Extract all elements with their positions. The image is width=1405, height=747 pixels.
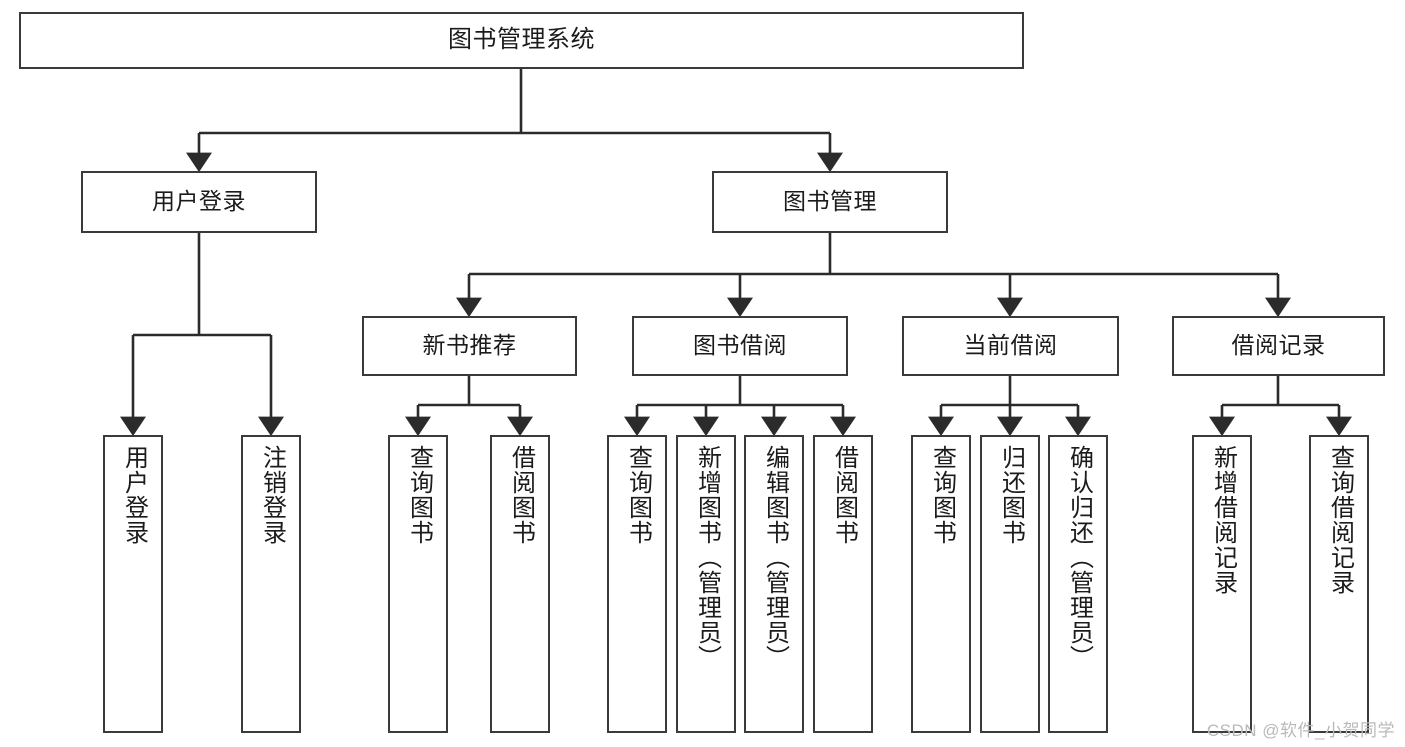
leaf-book-borrow-edit[interactable]: 编辑图书（管理员） (744, 435, 804, 733)
node-label: 新书推荐 (422, 332, 517, 359)
node-label: 查询图书 (928, 445, 956, 545)
node-label: 用户登录 (120, 445, 148, 545)
node-label: 借阅图书 (830, 445, 858, 545)
node-label: 注销登录 (258, 445, 286, 545)
node-current-borrow[interactable]: 当前借阅 (902, 316, 1119, 376)
node-book-borrow[interactable]: 图书借阅 (632, 316, 848, 376)
leaf-user-login-logout[interactable]: 注销登录 (241, 435, 301, 733)
node-label: 图书管理系统 (448, 26, 595, 54)
node-borrow-record[interactable]: 借阅记录 (1172, 316, 1385, 376)
leaf-book-borrow-query[interactable]: 查询图书 (607, 435, 667, 733)
node-label: 查询借阅记录 (1326, 445, 1354, 595)
node-book-management[interactable]: 图书管理 (712, 171, 948, 233)
leaf-book-borrow-borrow[interactable]: 借阅图书 (813, 435, 873, 733)
node-user-login[interactable]: 用户登录 (81, 171, 317, 233)
leaf-borrow-record-query[interactable]: 查询借阅记录 (1309, 435, 1369, 733)
leaf-new-book-borrow[interactable]: 借阅图书 (490, 435, 550, 733)
node-label: 借阅图书 (507, 445, 535, 545)
node-label: 确认归还（管理员） (1065, 445, 1093, 670)
node-label: 借阅记录 (1231, 332, 1326, 359)
node-new-book-recommend[interactable]: 新书推荐 (362, 316, 577, 376)
node-label: 编辑图书（管理员） (761, 445, 789, 670)
node-label: 归还图书 (997, 445, 1025, 545)
leaf-current-borrow-return[interactable]: 归还图书 (980, 435, 1040, 733)
leaf-book-borrow-add[interactable]: 新增图书（管理员） (676, 435, 736, 733)
node-label: 新增借阅记录 (1209, 445, 1237, 595)
node-label: 图书管理 (783, 188, 877, 215)
leaf-current-borrow-query[interactable]: 查询图书 (911, 435, 971, 733)
node-label: 当前借阅 (963, 332, 1058, 359)
leaf-borrow-record-add[interactable]: 新增借阅记录 (1192, 435, 1252, 733)
leaf-user-login-login[interactable]: 用户登录 (103, 435, 163, 733)
leaf-current-borrow-confirm-return[interactable]: 确认归还（管理员） (1048, 435, 1108, 733)
node-label: 图书借阅 (693, 332, 787, 359)
csdn-watermark: CSDN @软件_小贺同学 (1206, 721, 1395, 740)
leaf-new-book-query[interactable]: 查询图书 (388, 435, 448, 733)
node-root-system[interactable]: 图书管理系统 (19, 12, 1024, 69)
node-label: 新增图书（管理员） (693, 445, 721, 670)
node-label: 查询图书 (624, 445, 652, 545)
node-label: 查询图书 (405, 445, 433, 545)
node-label: 用户登录 (152, 188, 246, 215)
